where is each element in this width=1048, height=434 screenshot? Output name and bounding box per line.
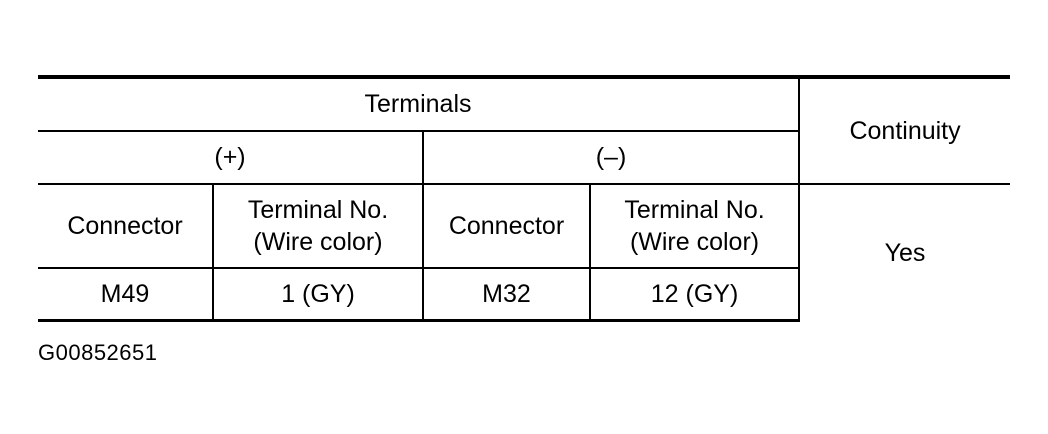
table-row: M49 1 (GY) M32 12 (GY)	[38, 268, 1010, 322]
plus-terminal-header: (+)	[38, 131, 423, 185]
figure-id: G00852651	[38, 340, 158, 365]
minus-connector-column-header: Connector	[422, 184, 590, 269]
plus-terminal-no-label: Terminal No.	[247, 195, 389, 224]
minus-connector-cell: M32	[422, 268, 590, 322]
plus-connector-column-header: Connector	[38, 184, 213, 269]
minus-terminal-cell: 12 (GY)	[588, 268, 800, 322]
plus-wire-color-label: (Wire color)	[253, 228, 383, 256]
plus-connector-cell: M49	[38, 268, 213, 322]
continuity-table: Terminals Continuity (+) (–) Connector T…	[38, 75, 1011, 322]
minus-terminal-header: (–)	[421, 131, 800, 185]
minus-terminal-no-column-header: Terminal No. (Wire color)	[588, 184, 800, 269]
plus-terminal-no-column-header: Terminal No. (Wire color)	[212, 184, 423, 269]
minus-terminal-no-label: Terminal No.	[624, 195, 765, 224]
continuity-value: Yes	[798, 184, 1011, 321]
plus-terminal-cell: 1 (GY)	[212, 268, 423, 322]
minus-wire-color-label: (Wire color)	[629, 228, 760, 256]
continuity-header: Continuity	[798, 75, 1011, 185]
terminals-header: Terminals	[38, 75, 800, 132]
